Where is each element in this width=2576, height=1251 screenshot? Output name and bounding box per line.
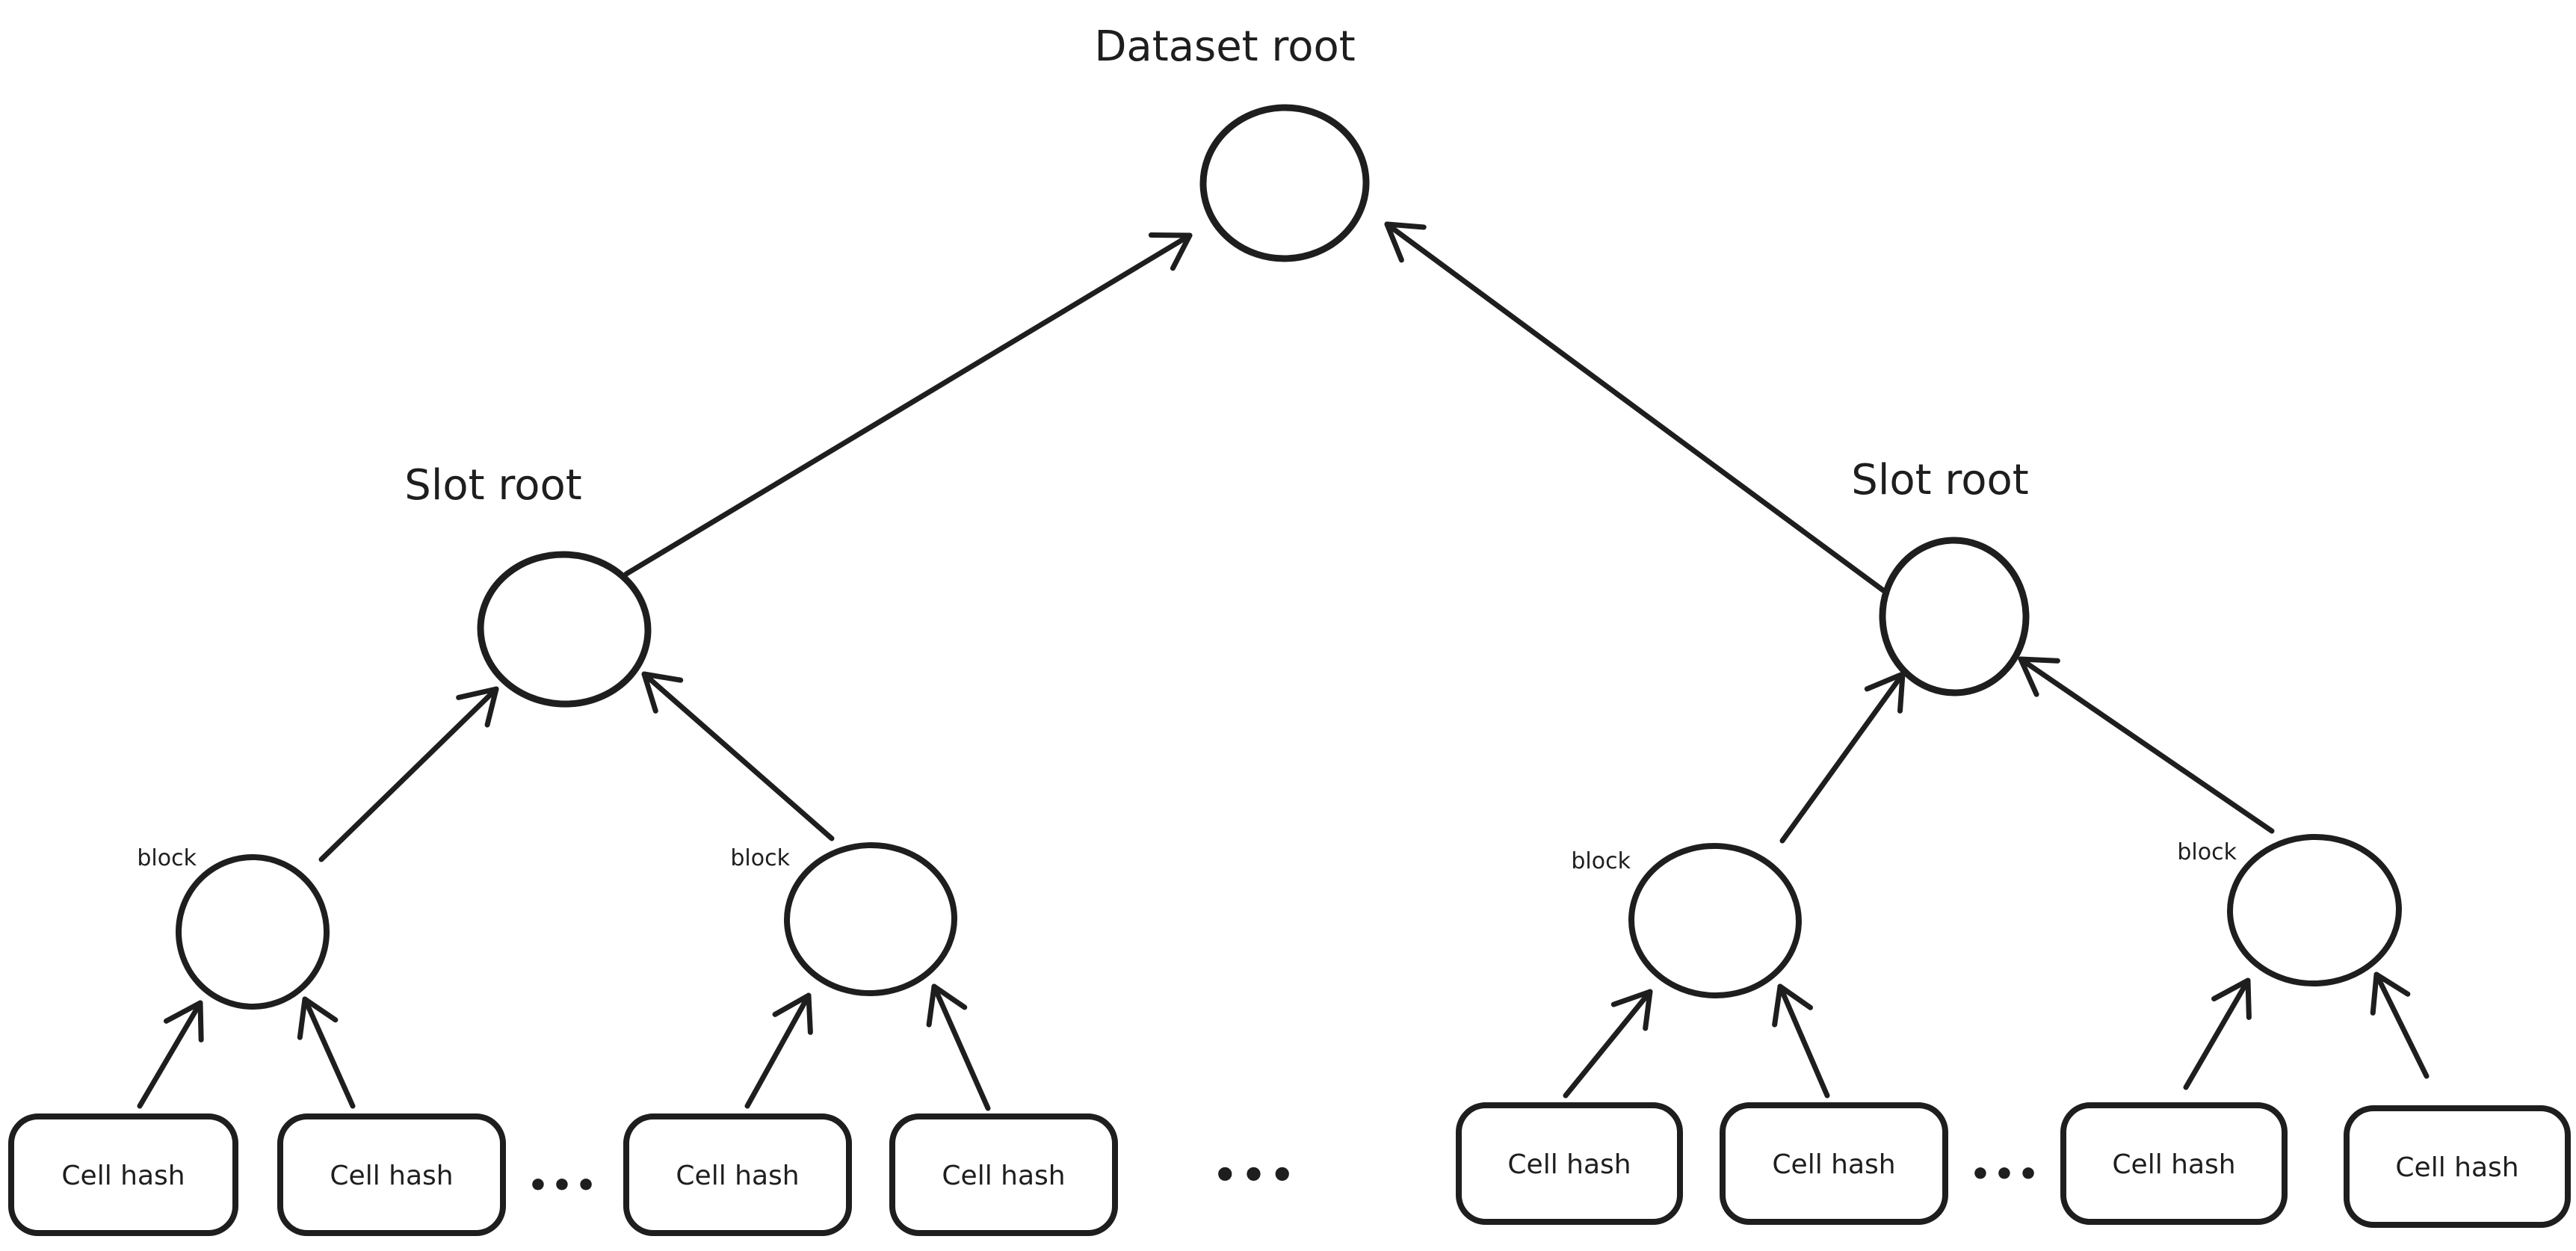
- block-2-label: block: [730, 845, 790, 871]
- arrow-block-3-to-slot-right: [1779, 671, 1906, 844]
- slot-root-right-label: Slot root: [1851, 456, 2028, 504]
- cell-hash-3-label: Cell hash: [676, 1161, 799, 1191]
- arrow-block-1-to-slot-left: [318, 686, 499, 862]
- block-node-3: [1628, 842, 1802, 999]
- cell-hash-6-label: Cell hash: [1772, 1149, 1895, 1180]
- arrow-cell-3-to-block-2: [744, 992, 813, 1109]
- cell-hash-group-left: Cell hash Cell hash ••• Cell hash Cell h…: [8, 1113, 1118, 1236]
- cell-hash-8-label: Cell hash: [2395, 1152, 2518, 1183]
- slot-root-node-left: [477, 551, 652, 708]
- dataset-root-node: [1199, 104, 1370, 262]
- cell-hash-box-6: [1720, 1102, 1948, 1225]
- block-4-label: block: [2177, 839, 2237, 865]
- edges-group: [137, 221, 2430, 1111]
- arrow-cell-5-to-block-3: [1563, 989, 1653, 1099]
- arrow-slot-left-to-dataset-root: [623, 232, 1193, 577]
- cell-hash-box-5: [1456, 1102, 1683, 1225]
- block-node-1: [175, 854, 330, 1010]
- cell-hash-box-1: [8, 1113, 238, 1236]
- arrow-cell-8-to-block-4: [2370, 972, 2430, 1079]
- block-1-label: block: [137, 845, 197, 871]
- arrow-cell-1-to-block-1: [137, 1000, 204, 1109]
- cell-hash-box-2: [277, 1113, 506, 1236]
- cell-hash-box-8: [2344, 1105, 2571, 1228]
- arrow-cell-2-to-block-1: [297, 996, 356, 1109]
- ellipsis-left: •••: [528, 1167, 599, 1205]
- cell-hash-group-right: Cell hash Cell hash ••• Cell hash Cell h…: [1456, 1102, 2571, 1228]
- arrow-cell-7-to-block-4: [2183, 977, 2252, 1090]
- block-node-2: [784, 841, 957, 997]
- arrow-cell-4-to-block-2: [926, 983, 991, 1111]
- arrow-slot-right-to-dataset-root: [1384, 221, 1886, 593]
- arrow-block-4-to-slot-right: [2018, 656, 2275, 834]
- cell-hash-7-label: Cell hash: [2112, 1149, 2235, 1180]
- block-node-4: [2227, 833, 2402, 987]
- slot-root-node-right: [1879, 537, 2030, 696]
- slot-root-left-label: Slot root: [404, 461, 581, 510]
- cell-hash-1-label: Cell hash: [61, 1161, 185, 1191]
- cell-hash-box-4: [889, 1113, 1118, 1236]
- arrow-cell-6-to-block-3: [1772, 983, 1830, 1099]
- block-3-label: block: [1571, 848, 1631, 874]
- ellipsis-right: •••: [1970, 1155, 2042, 1193]
- cell-hash-5-label: Cell hash: [1507, 1149, 1631, 1180]
- dataset-root-label: Dataset root: [1094, 22, 1355, 71]
- cell-hash-4-label: Cell hash: [942, 1161, 1065, 1191]
- cell-hash-box-7: [2060, 1102, 2288, 1225]
- cell-hash-2-label: Cell hash: [330, 1161, 453, 1191]
- ellipsis-center: •••: [1213, 1153, 1299, 1198]
- arrow-block-2-to-slot-left: [641, 671, 835, 841]
- cell-hash-box-3: [623, 1113, 852, 1236]
